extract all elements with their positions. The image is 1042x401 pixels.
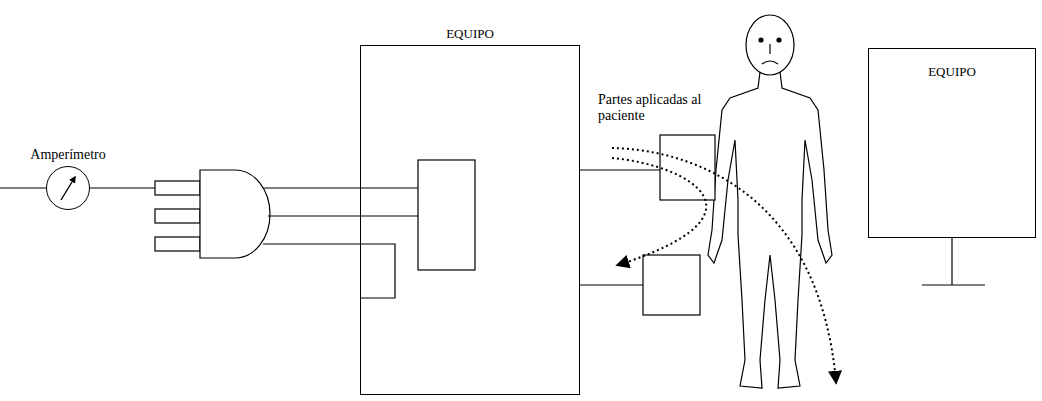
node-title: EQUIPO (928, 65, 976, 79)
supply-wire (0, 187, 46, 188)
applied-parts-label: Partes aplicadas al paciente (598, 92, 720, 124)
ammeter-needle (61, 177, 75, 200)
mains-wires (263, 160, 475, 298)
patient-figure (708, 15, 832, 388)
ammeter-circle: Amperímetro (46, 166, 90, 210)
applied-part-boxes (643, 135, 715, 315)
node-title: Amperímetro (30, 147, 105, 162)
monitor-box: EQUIPO (868, 48, 1036, 238)
leakage-current-path (612, 148, 836, 382)
monitor-stand (922, 238, 985, 285)
node-title: EQUIPO (446, 27, 494, 41)
plug-symbol (155, 170, 270, 258)
equipment-box: EQUIPO (360, 45, 580, 395)
